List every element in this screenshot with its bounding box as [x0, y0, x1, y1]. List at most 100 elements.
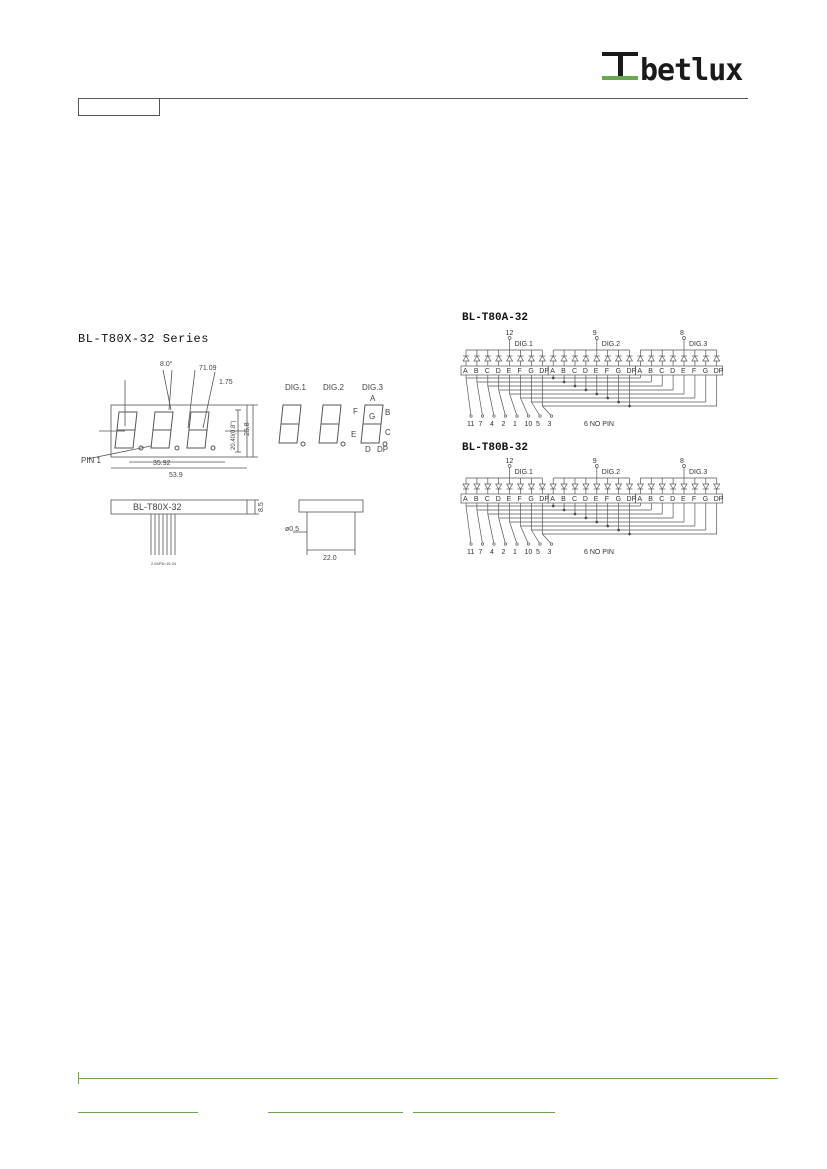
- pin-label: 5: [536, 421, 540, 428]
- diode-symbol: [625, 483, 634, 490]
- bus-node: [606, 524, 610, 528]
- segment-label: F: [518, 368, 522, 375]
- diode-symbol: [647, 483, 655, 490]
- pin-lead: [487, 385, 495, 417]
- pin-terminal: [469, 542, 473, 546]
- common-pin-label: 9: [593, 330, 597, 337]
- diode-symbol: [560, 355, 568, 362]
- dig2-label: DIG.2: [323, 383, 344, 392]
- common-terminal: [594, 464, 599, 468]
- segment-label: E: [507, 368, 512, 375]
- pin-label: 3: [548, 421, 552, 428]
- segment-label: A: [550, 496, 555, 503]
- diode-symbol: [582, 355, 590, 362]
- header-rule: [78, 98, 748, 99]
- diode-symbol: [636, 355, 645, 362]
- diode-symbol: [691, 355, 699, 362]
- segment-box: [635, 493, 723, 504]
- segment-label: G: [528, 496, 533, 503]
- pin-terminal: [549, 414, 554, 418]
- seg-label-dp: DP: [377, 445, 388, 454]
- segment-label: DP: [539, 368, 549, 375]
- pin-terminal: [549, 542, 554, 546]
- betlux-logo: betlux: [602, 52, 744, 84]
- diode-symbol: [527, 355, 536, 362]
- digit-label: DIG.2: [602, 469, 620, 476]
- bus-node: [584, 516, 588, 520]
- diode-symbol: [691, 483, 699, 490]
- segment-label: C: [485, 496, 490, 503]
- bus-node: [595, 520, 599, 524]
- diode-symbol: [560, 483, 568, 490]
- dim-seg-width: 1.75: [219, 379, 233, 386]
- bus-node: [562, 508, 566, 512]
- segment-box: [635, 365, 723, 376]
- dig1-label: DIG.1: [285, 383, 306, 392]
- segment-label: B: [561, 368, 566, 375]
- diode-symbol: [680, 355, 688, 362]
- series-title: BL-T80X-32 Series: [78, 332, 209, 346]
- pin-label: 4: [490, 421, 494, 428]
- diode-symbol: [658, 355, 666, 362]
- bus-node: [606, 396, 610, 400]
- diode-symbol: [473, 355, 481, 362]
- diode-symbol: [505, 355, 514, 362]
- segment-label: B: [648, 496, 653, 503]
- segment-label: E: [594, 368, 599, 375]
- pin-lead: [509, 393, 518, 417]
- seg-label-b: B: [385, 408, 390, 417]
- pin-label: 4: [490, 549, 494, 556]
- pin-terminal: [503, 414, 508, 418]
- pin-lead: [476, 509, 483, 545]
- pin-terminal: [469, 414, 473, 418]
- segment-label: A: [637, 368, 642, 375]
- segment-label: F: [605, 496, 609, 503]
- diode-symbol: [713, 483, 721, 490]
- pin-label: 10: [525, 549, 533, 556]
- diode-symbol: [702, 483, 710, 490]
- diode-symbol: [582, 483, 590, 490]
- digit-label: DIG.2: [602, 341, 620, 348]
- seg-label-d: D: [365, 445, 371, 454]
- dim-pin-diameter: ø0.5: [285, 526, 299, 533]
- diode-symbol: [473, 483, 481, 490]
- segment-label: F: [692, 496, 696, 503]
- diode-symbol: [505, 483, 514, 490]
- segment-label: F: [605, 368, 609, 375]
- dim-pin-span: 35.92: [153, 460, 171, 467]
- pin-label: 7: [479, 421, 483, 428]
- segment-label: DP: [714, 496, 724, 503]
- bus-node: [551, 376, 555, 380]
- diode-symbol: [549, 355, 557, 362]
- common-terminal: [507, 464, 512, 468]
- segment-label: C: [659, 368, 664, 375]
- diode-symbol: [647, 355, 655, 362]
- dim-digit-height: 20.40(0.8"): [231, 421, 237, 450]
- diode-symbol: [462, 483, 470, 490]
- diode-symbol: [516, 483, 525, 490]
- pin-lead: [542, 533, 552, 545]
- segment-label: C: [659, 496, 664, 503]
- dim-pitch: 71.09: [199, 365, 217, 372]
- segment-label: D: [496, 496, 501, 503]
- bus-node: [551, 504, 555, 508]
- pin1-label: PIN 1: [81, 456, 102, 465]
- footer-rule: [78, 1078, 778, 1079]
- footer-link-2[interactable]: [268, 1112, 403, 1113]
- seg-label-c: C: [385, 428, 391, 437]
- digit-label: DIG.1: [515, 341, 533, 348]
- footer-link-3[interactable]: [413, 1112, 555, 1113]
- footer-link-1[interactable]: [78, 1112, 198, 1113]
- diode-symbol: [527, 483, 536, 490]
- segment-label: A: [637, 496, 642, 503]
- pin-label: 5: [536, 549, 540, 556]
- pin-lead: [487, 513, 495, 545]
- dim-pin-row: 22.0: [323, 555, 337, 562]
- segment-label: B: [474, 496, 479, 503]
- circuit-lines: [460, 336, 723, 418]
- diode-symbol: [680, 483, 688, 490]
- common-terminal: [507, 336, 512, 340]
- segment-label: DP: [714, 368, 724, 375]
